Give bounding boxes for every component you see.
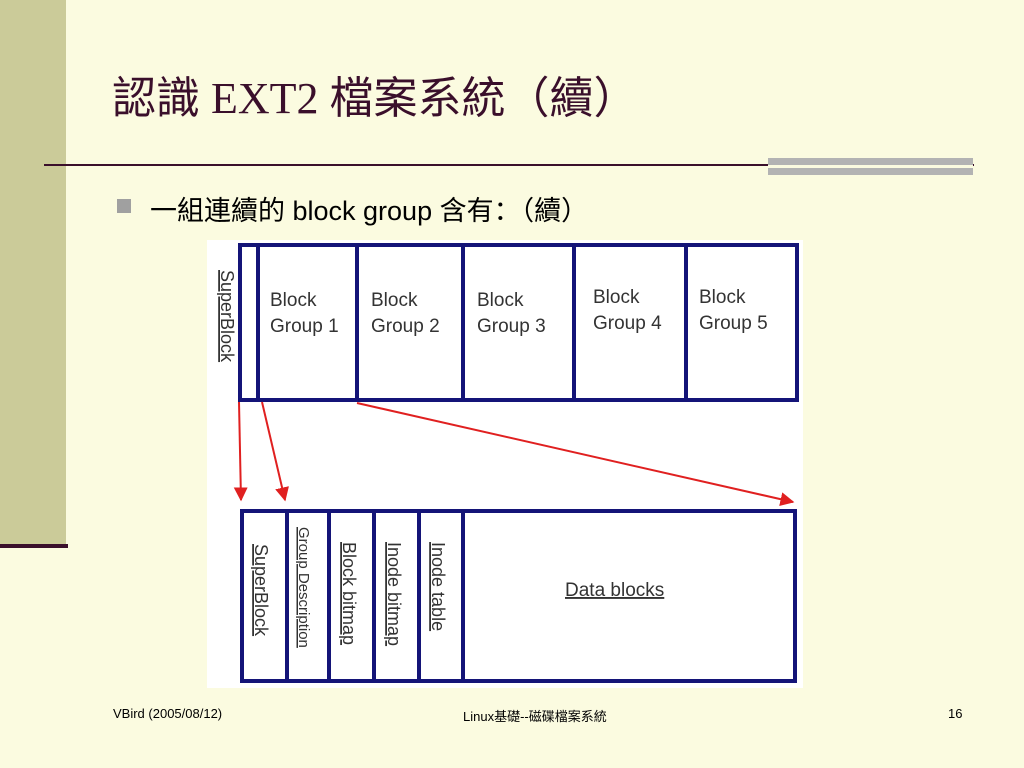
arrow-to-superblock	[233, 401, 248, 502]
ext2-diagram: SuperBlock Block Group 1 Block Group 2 B…	[207, 240, 803, 688]
block-group-label: Block	[699, 287, 746, 308]
bullet-square-icon	[117, 199, 131, 213]
bottom-row-frame	[240, 509, 797, 683]
field-superblock-label: SuperBlock	[251, 544, 271, 637]
field-block-bitmap-label: Block bitmap	[339, 542, 359, 645]
bottom-row: SuperBlock Group Description Block bitma…	[240, 509, 797, 683]
block-group-label: Group 1	[270, 316, 339, 337]
block-group-label: Group 4	[593, 313, 662, 334]
left-decor-line	[0, 544, 68, 548]
field-inode-table-label: Inode table	[428, 542, 448, 631]
page-number: 16	[948, 706, 963, 721]
title-rule-accent	[768, 158, 973, 178]
expansion-arrows	[233, 401, 795, 507]
slide-title: 認識 EXT2 檔案系統（續）	[112, 74, 638, 123]
block-group-label: Block	[371, 290, 418, 311]
top-row-frame	[238, 243, 799, 402]
footer-author-date: VBird (2005/08/12)	[113, 706, 223, 721]
footer-course-title: Linux基礎--磁碟檔案系統	[463, 709, 607, 724]
block-group-label: Block	[477, 290, 524, 311]
top-superblock-label: SuperBlock	[217, 270, 237, 363]
block-group-label: Group 5	[699, 313, 768, 334]
ext2-diagram-svg: SuperBlock Block Group 1 Block Group 2 B…	[217, 243, 799, 683]
block-group-label: Group 3	[477, 316, 546, 337]
block-group-label: Block	[593, 287, 640, 308]
arrow-to-data-blocks	[356, 402, 795, 507]
block-group-label: Block	[270, 290, 317, 311]
arrow-to-group-description	[261, 401, 289, 502]
field-group-description-label: Group Description	[295, 527, 312, 648]
block-group-label: Group 2	[371, 316, 440, 337]
field-inode-bitmap-label: Inode bitmap	[384, 542, 404, 646]
left-decor-bar	[0, 0, 66, 546]
bullet-text: 一組連續的 block group 含有：（續）	[150, 196, 589, 226]
top-row: SuperBlock Block Group 1 Block Group 2 B…	[217, 243, 799, 402]
title-rule	[44, 164, 974, 166]
field-data-blocks-label: Data blocks	[565, 580, 664, 601]
